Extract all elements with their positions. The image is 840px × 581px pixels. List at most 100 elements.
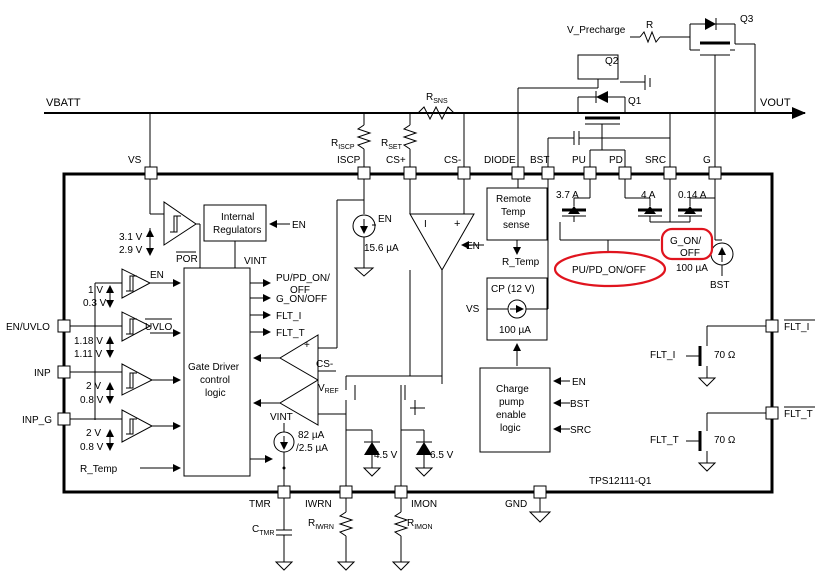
pin-tmr — [277, 485, 291, 499]
en-high-label: 1 V — [88, 285, 103, 296]
csa-plus-label: + — [454, 218, 460, 230]
cp-vs-label: VS — [466, 304, 480, 315]
ic-boundary — [62, 172, 774, 494]
g-callout-box — [660, 227, 714, 261]
pin-inp-label: INP — [34, 368, 51, 379]
g-current-label: 0.14 A — [678, 190, 707, 201]
uvlo-high-label: 1.18 V — [74, 336, 103, 347]
inp-low-label: 0.8 V — [80, 395, 104, 406]
q3-body-diode — [705, 18, 716, 30]
out-flt-i-label: FLT_I — [276, 311, 301, 322]
pin-vs — [144, 166, 158, 180]
pd-current-label: 4 A — [641, 190, 656, 201]
g-callout-line1: G_ON/ — [670, 236, 701, 247]
r-sns-resistor — [417, 105, 455, 121]
bst-current-label: 100 µA — [676, 263, 708, 274]
remote-temp-line2: Temp — [501, 207, 526, 218]
pin-flt-t — [765, 406, 779, 420]
pin-cs-plus — [403, 166, 417, 180]
inp-g-comparator — [121, 409, 154, 443]
pu-pd-callout: PU/PD_ON/OFF — [572, 265, 646, 276]
csa-en-label: EN — [466, 241, 480, 252]
pin-bst-label: BST — [530, 155, 549, 166]
r-iwrn-resistor — [338, 511, 354, 537]
q1-label: Q1 — [628, 96, 642, 107]
pin-diode-label: DIODE — [484, 155, 516, 166]
out-flt-t-label: FLT_T — [276, 328, 305, 339]
pin-gnd — [533, 485, 547, 499]
pin-pu — [583, 166, 597, 180]
por-low-label: 2.9 V — [119, 245, 143, 256]
regulators-en-label: EN — [292, 220, 306, 231]
gate-rtemp-label: R_Temp — [80, 464, 118, 475]
pin-imon — [394, 485, 408, 499]
remote-temp-line3: sense — [503, 220, 530, 231]
pin-g-label: G — [703, 155, 711, 166]
gate-driver-line1: Gate Driver — [188, 362, 240, 373]
iscp-en-label: EN — [378, 214, 392, 225]
pu-pd-callout-ellipse — [553, 250, 667, 288]
cs-comparator — [279, 334, 319, 381]
pin-bst — [541, 166, 555, 180]
r-imon-label: RIMON — [407, 518, 433, 531]
charge-pump-line1: Charge — [496, 384, 529, 395]
charge-pump-line4: logic — [500, 423, 521, 434]
charge-pump-line2: pump — [499, 397, 524, 408]
por-high-label: 3.1 V — [119, 232, 143, 243]
pin-flt-t-label: FLT_T — [784, 409, 813, 420]
c-tmr-label: CTMR — [252, 524, 274, 537]
r-iscp-label: RISCP — [331, 138, 355, 151]
r-label: R — [646, 20, 653, 31]
pin-g — [708, 166, 722, 180]
pin-en-uvlo — [57, 319, 71, 333]
precharge-resistor — [639, 30, 661, 44]
r-imon-resistor — [393, 511, 409, 537]
gate-driver-line2: control — [200, 375, 230, 386]
gate-driver-block — [183, 267, 251, 477]
pin-iwrn — [339, 485, 353, 499]
pin-tmr-label: TMR — [249, 499, 271, 510]
charge-pump-enable-block — [479, 367, 551, 453]
por-comparator — [163, 201, 197, 246]
pin-src-label: SRC — [645, 155, 666, 166]
current-sense-amplifier — [409, 213, 475, 272]
r-set-label: RSET — [381, 138, 403, 151]
r-set-resistor — [402, 124, 418, 150]
imon-zener — [416, 442, 432, 455]
iscp-current-label: 15.6 µA — [364, 243, 399, 254]
flt-t-res-label: 70 Ω — [714, 435, 736, 446]
cp-in-en: EN — [572, 377, 586, 388]
pin-flt-i — [765, 319, 779, 333]
pin-src — [663, 166, 677, 180]
q2-label: Q2 — [605, 56, 619, 67]
inpg-low-label: 0.8 V — [80, 442, 104, 453]
part-number: TPS12111-Q1 — [589, 476, 652, 487]
pin-en-uvlo-label: EN/UVLO — [6, 322, 50, 333]
pu-current-label: 3.7 A — [556, 190, 579, 201]
pin-iscp-label: ISCP — [337, 155, 361, 166]
vref-label: VREF — [318, 383, 339, 395]
vint-label: VINT — [244, 256, 267, 267]
pin-cs-minus-label: CS- — [444, 155, 461, 166]
pin-inp-g — [57, 412, 71, 426]
flt-i-res-label: 70 Ω — [714, 350, 736, 361]
cp-current-label: 100 µA — [499, 325, 531, 336]
cp-label: CP (12 V) — [491, 284, 535, 295]
v-precharge-label: V_Precharge — [567, 25, 626, 36]
internal-regulators-line1: Internal — [221, 212, 254, 223]
vbatt-label: VBATT — [46, 97, 81, 109]
cs-comp-plus: + — [304, 340, 310, 351]
pin-cs-minus — [457, 166, 471, 180]
pin-flt-i-label: FLT_I — [784, 322, 809, 333]
tmr-current-2: /2.5 µA — [296, 443, 328, 454]
pin-vs-label: VS — [128, 155, 142, 166]
vout-label: VOUT — [760, 97, 791, 109]
cp-in-src: SRC — [570, 425, 591, 436]
pin-pu-label: PU — [572, 155, 586, 166]
internal-regulators-line2: Regulators — [213, 225, 261, 236]
g-callout-line2: OFF — [680, 248, 700, 259]
remote-temp-line1: Remote — [496, 194, 531, 205]
pin-inp-g-label: INP_G — [22, 415, 52, 426]
r-iwrn-label: RIWRN — [308, 518, 334, 531]
